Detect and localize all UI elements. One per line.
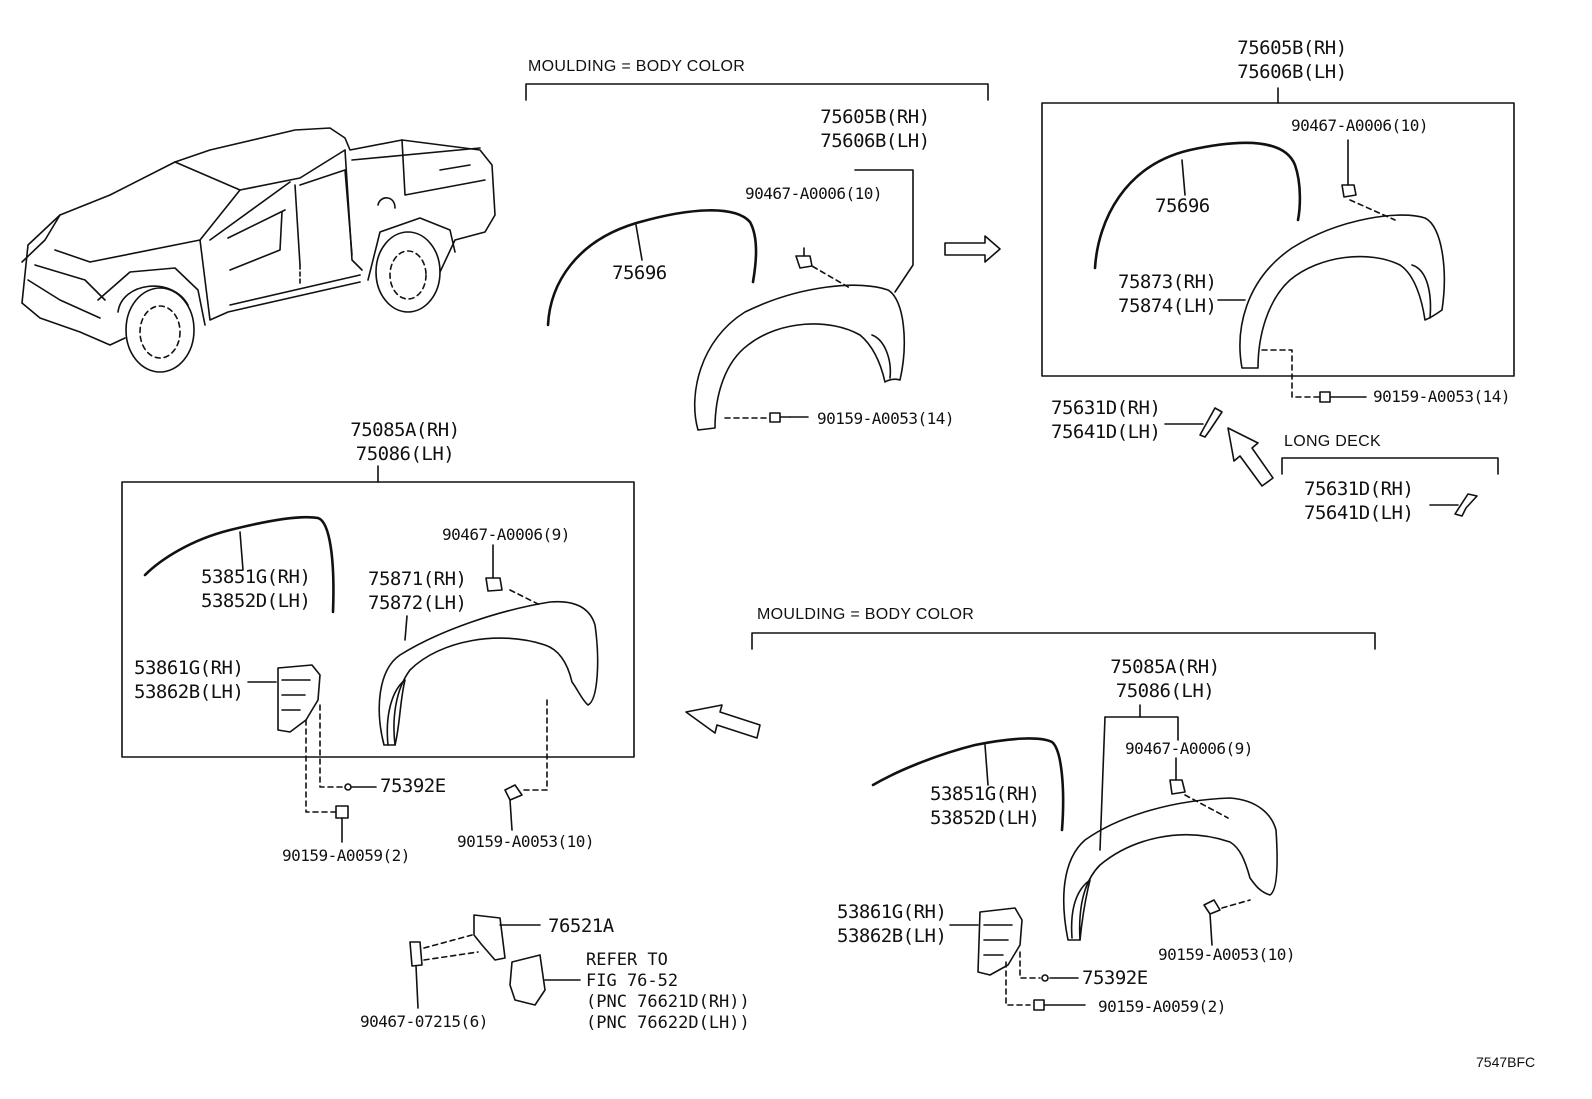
- screw-icon-front-low-b: [1203, 899, 1221, 915]
- front-flare-group-low: [751, 632, 1376, 1011]
- front-moulding-low: [871, 737, 1065, 832]
- clip-icon-front-box: [485, 577, 503, 592]
- moulding-strip-75696-top: [546, 209, 758, 327]
- mud-guard-long: [1454, 493, 1478, 517]
- clip-75392e-icon-b: [1041, 974, 1049, 982]
- part-box-75606b-lh[interactable]: 75606B(LH): [1237, 61, 1347, 83]
- part-75392e-a[interactable]: 75392E: [380, 775, 446, 797]
- screw-icon-top: [769, 412, 791, 423]
- part-53861g-rh-box[interactable]: 53861G(RH): [134, 657, 244, 679]
- part-screw-90159-a0053-front-a[interactable]: 90159-A0053(10): [457, 832, 595, 851]
- refer-line-3[interactable]: (PNC 76621D(RH)): [586, 992, 750, 1012]
- rear-flare-group-top: [525, 83, 989, 431]
- part-box-75605b-rh[interactable]: 75605B(RH): [1237, 37, 1347, 59]
- moulding-strip-75696-box: [1093, 141, 1302, 270]
- figure-code: 7547BFC: [1476, 1054, 1536, 1070]
- part-75696-top[interactable]: 75696: [612, 262, 667, 284]
- truck-illustration: [21, 127, 496, 373]
- part-53851g-rh-low[interactable]: 53851G(RH): [930, 783, 1040, 805]
- arrow-left-icon: [685, 704, 761, 739]
- part-long-75631d-rh[interactable]: 75631D(RH): [1304, 478, 1414, 500]
- part-clip-90467-a0006-box[interactable]: 90467-A0006(10): [1291, 116, 1429, 135]
- splash-part-76521a: [473, 914, 506, 961]
- refer-line-2[interactable]: FIG 76-52: [586, 971, 679, 991]
- screw-icon-front-a: [335, 805, 349, 819]
- part-clip-90467-a0006-top[interactable]: 90467-A0006(10): [745, 184, 883, 203]
- clip-icon-07215: [409, 941, 423, 967]
- arrow-right-icon: [944, 235, 1001, 263]
- arrow-up-left-icon: [1227, 427, 1274, 487]
- front-flare-box-frame: [121, 481, 635, 758]
- refer-line-4[interactable]: (PNC 76622D(LH)): [586, 1013, 750, 1033]
- part-screw-90159-a0053-front-b[interactable]: 90159-A0053(10): [1158, 945, 1296, 964]
- part-53862b-lh-low[interactable]: 53862B(LH): [837, 925, 947, 947]
- part-screw-90159-a0053-top[interactable]: 90159-A0053(14): [817, 409, 955, 428]
- part-53851g-rh-box[interactable]: 53851G(RH): [201, 566, 311, 588]
- part-75606b-lh[interactable]: 75606B(LH): [820, 130, 930, 152]
- clip-75392e-icon-a: [344, 783, 352, 791]
- long-deck-note: LONG DECK: [1284, 433, 1381, 450]
- refer-line-1: REFER TO: [586, 950, 668, 970]
- part-75871-rh[interactable]: 75871(RH): [368, 568, 467, 590]
- part-75872-lh[interactable]: 75872(LH): [368, 592, 467, 614]
- part-front-low-75086-lh[interactable]: 75086(LH): [1115, 680, 1215, 702]
- part-clip-90467-a0006-front-box[interactable]: 90467-A0006(9): [442, 525, 570, 544]
- screw-icon-front-low-a: [1033, 999, 1086, 1011]
- part-75641d-lh[interactable]: 75641D(LH): [1051, 421, 1161, 443]
- part-75392e-b[interactable]: 75392E: [1082, 967, 1148, 989]
- clip-icon-box: [1341, 184, 1357, 198]
- part-75874-lh[interactable]: 75874(LH): [1118, 295, 1217, 317]
- part-clip-90467-a0006-front-low[interactable]: 90467-A0006(9): [1125, 739, 1253, 758]
- long-deck-bracket: [1281, 457, 1499, 475]
- front-flare-low-shape: [1062, 797, 1278, 941]
- part-screw-90159-a0059-b[interactable]: 90159-A0059(2): [1098, 997, 1226, 1016]
- part-53861g-rh-low[interactable]: 53861G(RH): [837, 901, 947, 923]
- leader-75696-box: [1181, 159, 1186, 196]
- screw-icon-front-b: [504, 784, 523, 801]
- front-moulding-box: [143, 515, 335, 614]
- screw-icon-box: [1319, 391, 1367, 403]
- mud-guard-group: [1164, 407, 1499, 517]
- clip-icon-top: [795, 255, 813, 269]
- part-53862b-lh-box[interactable]: 53862B(LH): [134, 681, 244, 703]
- fender-flare-top: [693, 284, 906, 431]
- moulding-bracket-bottom: [751, 632, 1376, 650]
- bracket-front-low: [977, 907, 1023, 976]
- part-75605b-rh[interactable]: 75605B(RH): [820, 106, 930, 128]
- part-front-low-75085a-rh[interactable]: 75085A(RH): [1110, 656, 1220, 678]
- mud-flap: [509, 954, 546, 1006]
- rear-flare-box-frame: [1041, 102, 1515, 377]
- leader-75605b: [854, 169, 914, 293]
- part-long-75641d-lh[interactable]: 75641D(LH): [1304, 502, 1414, 524]
- moulding-note-bottom: MOULDING = BODY COLOR: [757, 606, 975, 623]
- part-76521a[interactable]: 76521A: [548, 915, 614, 937]
- part-screw-90159-a0059-a[interactable]: 90159-A0059(2): [282, 846, 410, 865]
- front-flare-box-shape: [378, 600, 599, 746]
- bracket-front-box: [277, 664, 321, 733]
- fender-flare-box: [1239, 214, 1446, 369]
- splash-group: [409, 914, 581, 1009]
- part-75873-rh[interactable]: 75873(RH): [1118, 271, 1217, 293]
- moulding-bracket-top: [525, 83, 989, 101]
- part-front-box-75085a-rh[interactable]: 75085A(RH): [350, 419, 460, 441]
- part-53852d-lh-low[interactable]: 53852D(LH): [930, 807, 1040, 829]
- mud-guard-small: [1199, 407, 1223, 438]
- part-screw-90159-a0053-box[interactable]: 90159-A0053(14): [1373, 387, 1511, 406]
- part-75631d-rh[interactable]: 75631D(RH): [1051, 397, 1161, 419]
- clip-icon-front-low: [1169, 779, 1186, 795]
- rear-flare-group-box: [1041, 87, 1515, 403]
- part-53852d-lh-box[interactable]: 53852D(LH): [201, 590, 311, 612]
- leader-75696-top: [635, 224, 643, 261]
- moulding-note-top: MOULDING = BODY COLOR: [528, 58, 746, 75]
- part-front-box-75086-lh[interactable]: 75086(LH): [355, 443, 455, 465]
- part-clip-90467-07215[interactable]: 90467-07215(6): [360, 1012, 488, 1031]
- part-75696-box[interactable]: 75696: [1155, 195, 1210, 217]
- front-flare-group-box: [121, 465, 635, 843]
